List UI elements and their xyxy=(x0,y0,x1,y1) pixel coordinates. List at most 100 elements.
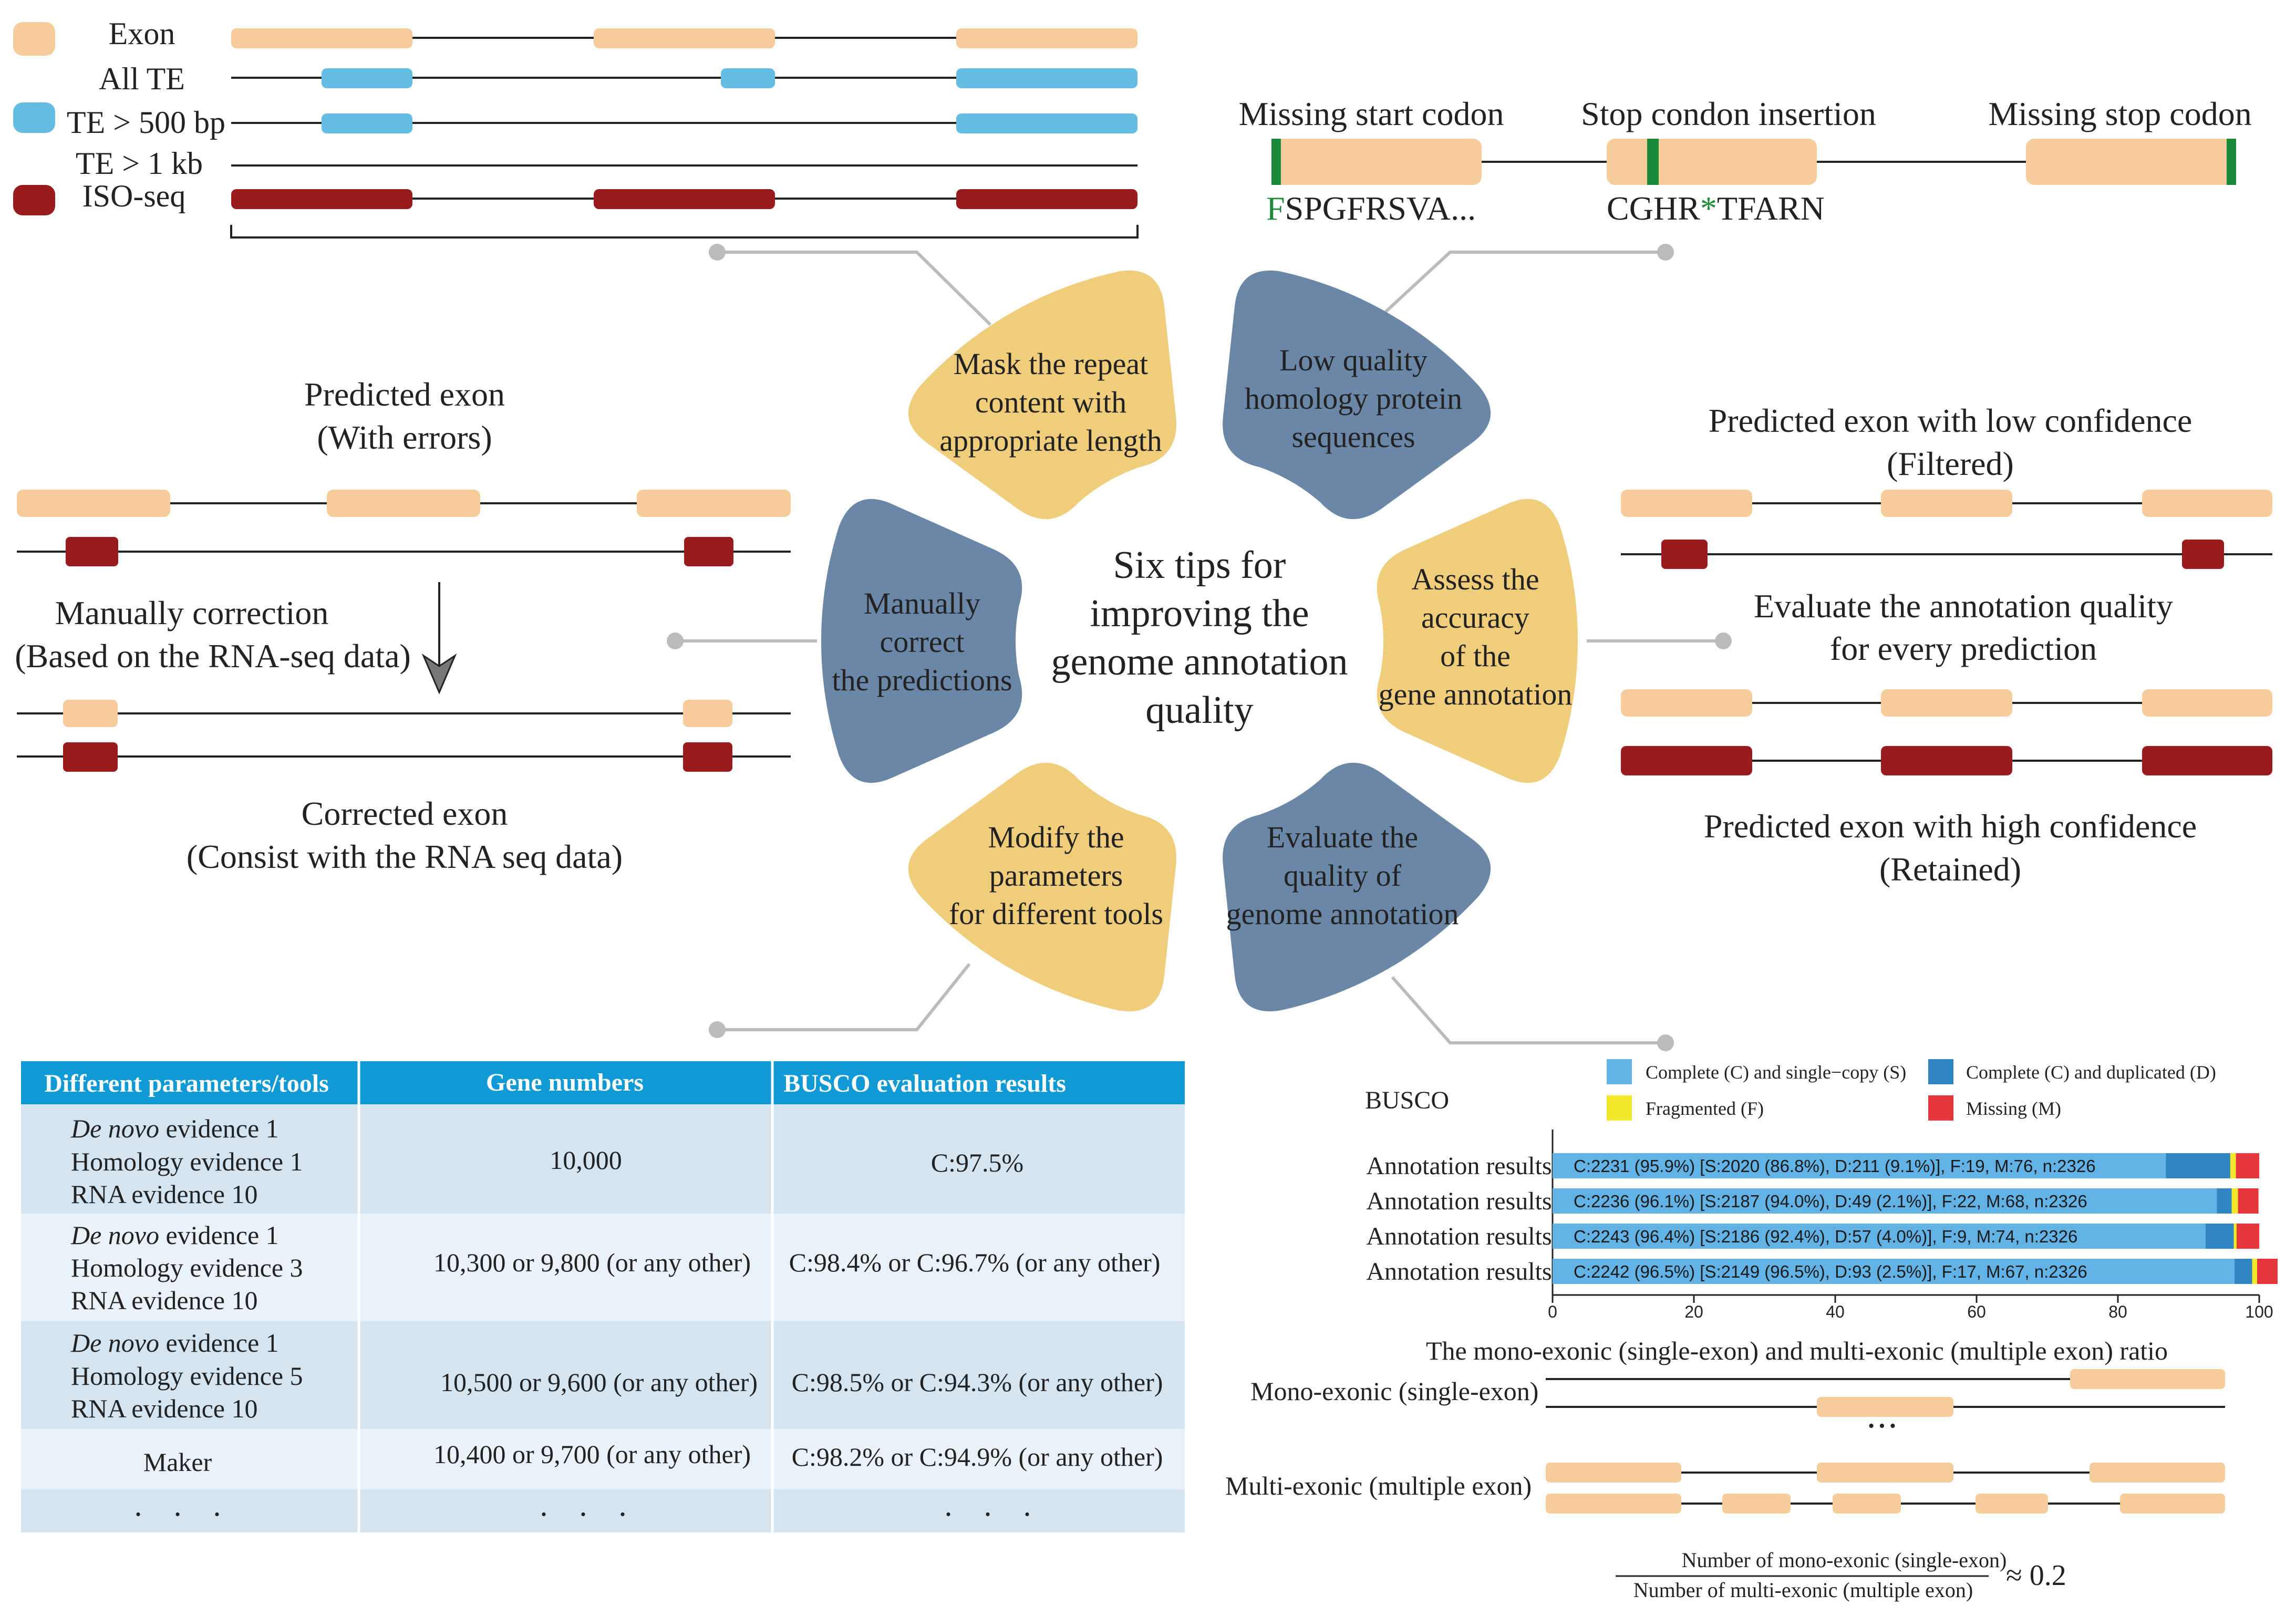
petal-modify xyxy=(908,762,1176,1012)
busco-bar-segment xyxy=(2237,1224,2259,1249)
x-tick-label: 0 xyxy=(1548,1302,1557,1321)
mono-label: Mono-exonic (single-exon) xyxy=(1250,1376,1538,1406)
rna-block xyxy=(2142,746,2272,775)
ratio-numerator: Number of mono-exonic (single-exon) xyxy=(1682,1548,2007,1572)
seq-stop: CGHR*TFARN xyxy=(1607,190,1825,227)
multi-exon-block xyxy=(2120,1494,2225,1514)
table-cell-busco: C:98.2% or C:94.9% (or any other) xyxy=(792,1442,1163,1472)
high-confidence-sub: (Retained) xyxy=(1879,851,2021,888)
tips-flower xyxy=(821,270,1578,1012)
multi-exon-block xyxy=(1546,1494,1681,1514)
corrected-exon-title: Corrected exon xyxy=(302,795,508,832)
eval-every-line1: Evaluate the annotation quality xyxy=(1754,587,2173,625)
legend-te500-label: TE > 500 bp xyxy=(67,105,225,140)
codon-marker xyxy=(1647,139,1659,185)
x-tick-label: 60 xyxy=(1967,1302,1986,1321)
iso-block xyxy=(956,189,1137,209)
exon-track-block xyxy=(956,28,1137,48)
table-header-cell: Different parameters/tools xyxy=(44,1070,329,1097)
busco-bar-segment xyxy=(2257,1259,2278,1284)
eval-every-line2: for every prediction xyxy=(1830,630,2097,667)
low-exon-block xyxy=(1881,490,2012,517)
legend-missing-swatch xyxy=(1928,1095,1953,1121)
codon-panel: Missing start codon Stop condon insertio… xyxy=(1239,95,2252,227)
x-tick-label: 40 xyxy=(1826,1302,1845,1321)
rna-block xyxy=(1661,540,1708,569)
busco-category-label: Annotation results 4 xyxy=(1366,1258,1570,1286)
x-tick-label: 80 xyxy=(2108,1302,2127,1321)
rna-block xyxy=(683,742,732,772)
down-arrow-head xyxy=(421,653,457,695)
connector-lines xyxy=(675,251,1723,1044)
low-exon-block xyxy=(2142,490,2272,517)
center-title-line: improving the xyxy=(1090,592,1309,635)
table-cell-genes: 10,000 xyxy=(550,1145,622,1175)
codon-marker xyxy=(1271,139,1281,185)
multi-exon-block xyxy=(1546,1463,1681,1483)
busco-bar-segment xyxy=(1553,1153,2166,1178)
gene-exon-block xyxy=(1271,139,1482,185)
high-exon-block xyxy=(1881,689,2012,717)
petal-mask xyxy=(908,270,1176,520)
parameter-table: Different parameters/tools Gene numbers … xyxy=(21,1061,1185,1532)
table-cell-busco: C:98.5% or C:94.3% (or any other) xyxy=(792,1367,1163,1397)
predicted-exon-block xyxy=(637,490,791,517)
missing-stop-label: Missing stop codon xyxy=(1988,95,2251,132)
legend-iso-swatch xyxy=(13,185,55,215)
legend-frag-label: Fragmented (F) xyxy=(1646,1098,1764,1119)
busco-bar-segment xyxy=(2236,1153,2259,1178)
gene-exon-block xyxy=(1607,139,1817,185)
rna-block xyxy=(63,742,118,772)
all-te-block xyxy=(721,68,775,88)
high-exon-block xyxy=(2142,689,2272,717)
busco-bar-segment xyxy=(2217,1188,2232,1214)
predicted-exon-sub: (With errors) xyxy=(317,419,492,456)
table-ellipsis: . . . xyxy=(945,1488,1031,1522)
busco-chart: BUSCO Complete (C) and single−copy (S) C… xyxy=(1365,1059,2278,1321)
busco-bar-label: C:2242 (96.5%) [S:2149 (96.5%), D:93 (2.… xyxy=(1574,1262,2087,1281)
table-header-cell: Gene numbers xyxy=(486,1069,644,1096)
legend-te-swatch xyxy=(13,102,55,133)
ratio-denominator: Number of multi-exonic (multiple exon) xyxy=(1633,1578,1973,1602)
multi-exon-block xyxy=(2090,1463,2225,1483)
center-title-line: quality xyxy=(1145,689,1254,732)
high-confidence-title: Predicted exon with high confidence xyxy=(1704,807,2197,845)
legend-te1k-label: TE > 1 kb xyxy=(76,146,203,181)
low-confidence-title: Predicted exon with low confidence xyxy=(1709,402,2192,439)
x-tick-label: 100 xyxy=(2245,1302,2273,1321)
petal-manual xyxy=(821,499,1022,783)
busco-bar-segment xyxy=(2234,1259,2252,1284)
busco-bar-segment xyxy=(2233,1224,2237,1249)
table-cell-genes: 10,500 or 9,600 (or any other) xyxy=(440,1367,758,1397)
table-cell-busco: C:98.4% or C:96.7% (or any other) xyxy=(789,1248,1161,1277)
manual-correction-panel: Predicted exon (With errors) Manually co… xyxy=(15,376,791,875)
rna-block xyxy=(66,537,118,566)
legend-single-label: Complete (C) and single−copy (S) xyxy=(1646,1062,1906,1083)
busco-bar-segment xyxy=(2231,1188,2238,1214)
petal-homology xyxy=(1223,270,1491,520)
busco-bar-segment xyxy=(2166,1153,2230,1178)
multi-label: Multi-exonic (multiple exon) xyxy=(1225,1471,1532,1500)
busco-bar-segment xyxy=(2230,1153,2236,1178)
center-title: Six tips for improving the genome annota… xyxy=(1051,544,1348,732)
table-cell-params: Maker xyxy=(143,1447,212,1477)
confidence-panel: Predicted exon with low confidence (Filt… xyxy=(1621,402,2272,888)
mono-exon-block xyxy=(2070,1369,2225,1389)
exon-track-block xyxy=(231,28,412,48)
te500-block xyxy=(956,113,1137,133)
iso-block xyxy=(231,189,412,209)
stop-insertion-label: Stop condon insertion xyxy=(1581,95,1876,132)
correction-sub: (Based on the RNA-seq data) xyxy=(15,637,411,675)
busco-bar-segment xyxy=(2238,1188,2259,1214)
predicted-exon-block xyxy=(17,490,170,517)
busco-bar-label: C:2243 (96.4%) [S:2186 (92.4%), D:57 (4.… xyxy=(1574,1227,2077,1246)
